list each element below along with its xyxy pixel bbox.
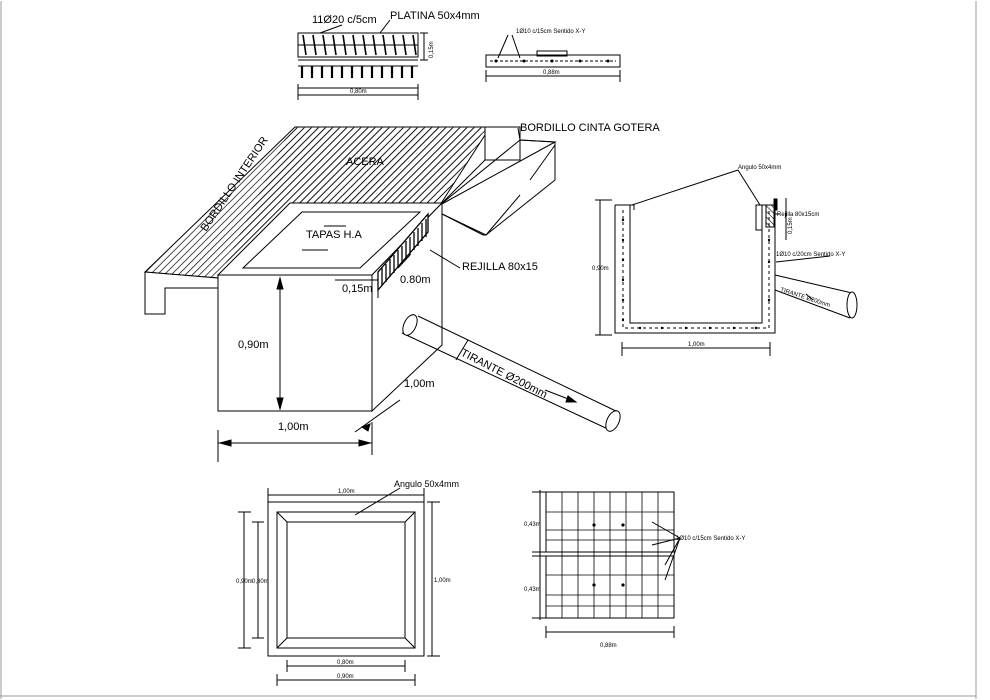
iso-height-label: 0,90m — [238, 339, 269, 351]
lid-plan-width-label: 0,88m — [600, 643, 617, 649]
section-width-label: 1,00m — [688, 342, 705, 348]
section-pipe-label: TIRANTE Ø200mm — [779, 287, 830, 309]
sidewalk-label: ACERA — [346, 156, 385, 168]
iso-depth-label: 1,00m — [404, 378, 435, 390]
iso-pipe-label: TIRANTE Ø200mm — [459, 347, 549, 401]
lid-section — [485, 34, 621, 82]
plan-left-height-a: 0,90m — [236, 579, 253, 585]
section-grate-label: Rejilla 80x15cm — [777, 212, 819, 218]
grate-iso-width-label: 0.80m — [400, 274, 431, 286]
lid-section-rebar-label: 1Ø10 c/15cm Sentido X-Y — [516, 29, 585, 35]
plan-mid-width-label: 0,90m — [337, 674, 354, 680]
plan-outer-height-label: 1,00m — [434, 578, 451, 584]
lid-plan-bottom-height: 0,43m — [524, 587, 541, 593]
plan-outer-width-label: 1,00m — [338, 489, 355, 495]
grate-height-label: 0,15m — [429, 41, 435, 58]
lids-label: TAPAS H.A — [306, 229, 362, 241]
grate-iso-height-label: 0,15m — [342, 283, 373, 295]
grate-bars-label: 11Ø20 c/5cm — [312, 14, 377, 26]
iso-width-label: 1,00m — [278, 421, 309, 433]
section-rebar-label: 1Ø10 c/20cm Sentido X-Y — [776, 252, 845, 258]
lid-plan-top-height: 0,43m — [524, 522, 541, 528]
plan-left-height-b: 0,80m — [252, 579, 269, 585]
lid-section-width-label: 0,88m — [543, 70, 560, 76]
grate-detail — [297, 19, 428, 100]
curb-tape-label: BORDILLO CINTA GOTERA — [520, 122, 660, 134]
lid-plan — [532, 490, 681, 638]
section-grate-height-label: 0,15m — [788, 217, 794, 234]
lid-plan-rebar-label: 1Ø10 c/15cm Sentido X-Y — [676, 536, 745, 542]
grate-width-label: 0,80m — [350, 89, 367, 95]
section-height-label: 0,90m — [592, 266, 609, 272]
section-angle-label: Angulo 50x4mm — [738, 165, 781, 171]
isometric-view — [143, 126, 621, 462]
section-view — [595, 169, 858, 356]
plan-inner-width-label: 0,80m — [337, 660, 354, 666]
plan-angle-label: Angulo 50x4mm — [394, 479, 459, 489]
plan-view — [238, 487, 440, 686]
grate-iso-label: REJILLA 80x15 — [462, 261, 538, 273]
grate-plate-label: PLATINA 50x4mm — [390, 10, 480, 22]
